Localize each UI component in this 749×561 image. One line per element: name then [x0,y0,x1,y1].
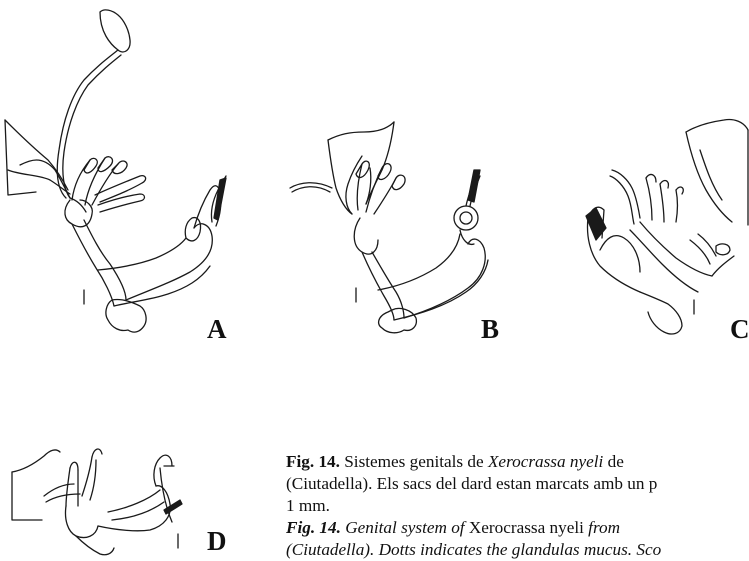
panel-label-a: A [207,316,227,343]
caption-catalan-text2: de [608,452,624,471]
drawing-a [5,10,226,332]
caption-catalan-line3: 1 mm. [286,495,749,517]
caption-catalan: Fig. 14. Sistemes genitals de Xerocrassa… [286,451,749,517]
caption-english-text1: Genital system of [345,518,464,537]
caption-english-fig: Fig. 14. [286,518,341,537]
caption-catalan-line2: (Ciutadella). Els sacs del dard estan ma… [286,473,749,495]
drawing-d [12,449,182,555]
caption-catalan-fig: Fig. 14. [286,452,340,471]
caption-catalan-species: Xerocrassa nyeli [488,452,603,471]
figure-caption: Fig. 14. Sistemes genitals de Xerocrassa… [286,451,749,561]
caption-english: Fig. 14. Genital system of Xerocrassa ny… [286,517,749,561]
drawing-c [586,119,748,334]
drawing-b [290,122,488,333]
panel-label-d: D [207,528,227,555]
caption-english-species: Xerocrassa nyeli [469,518,584,537]
panel-label-c: C [730,316,749,343]
panel-label-b: B [481,316,499,343]
caption-english-text2: from [588,518,620,537]
caption-catalan-text1: Sistemes genitals de [344,452,483,471]
